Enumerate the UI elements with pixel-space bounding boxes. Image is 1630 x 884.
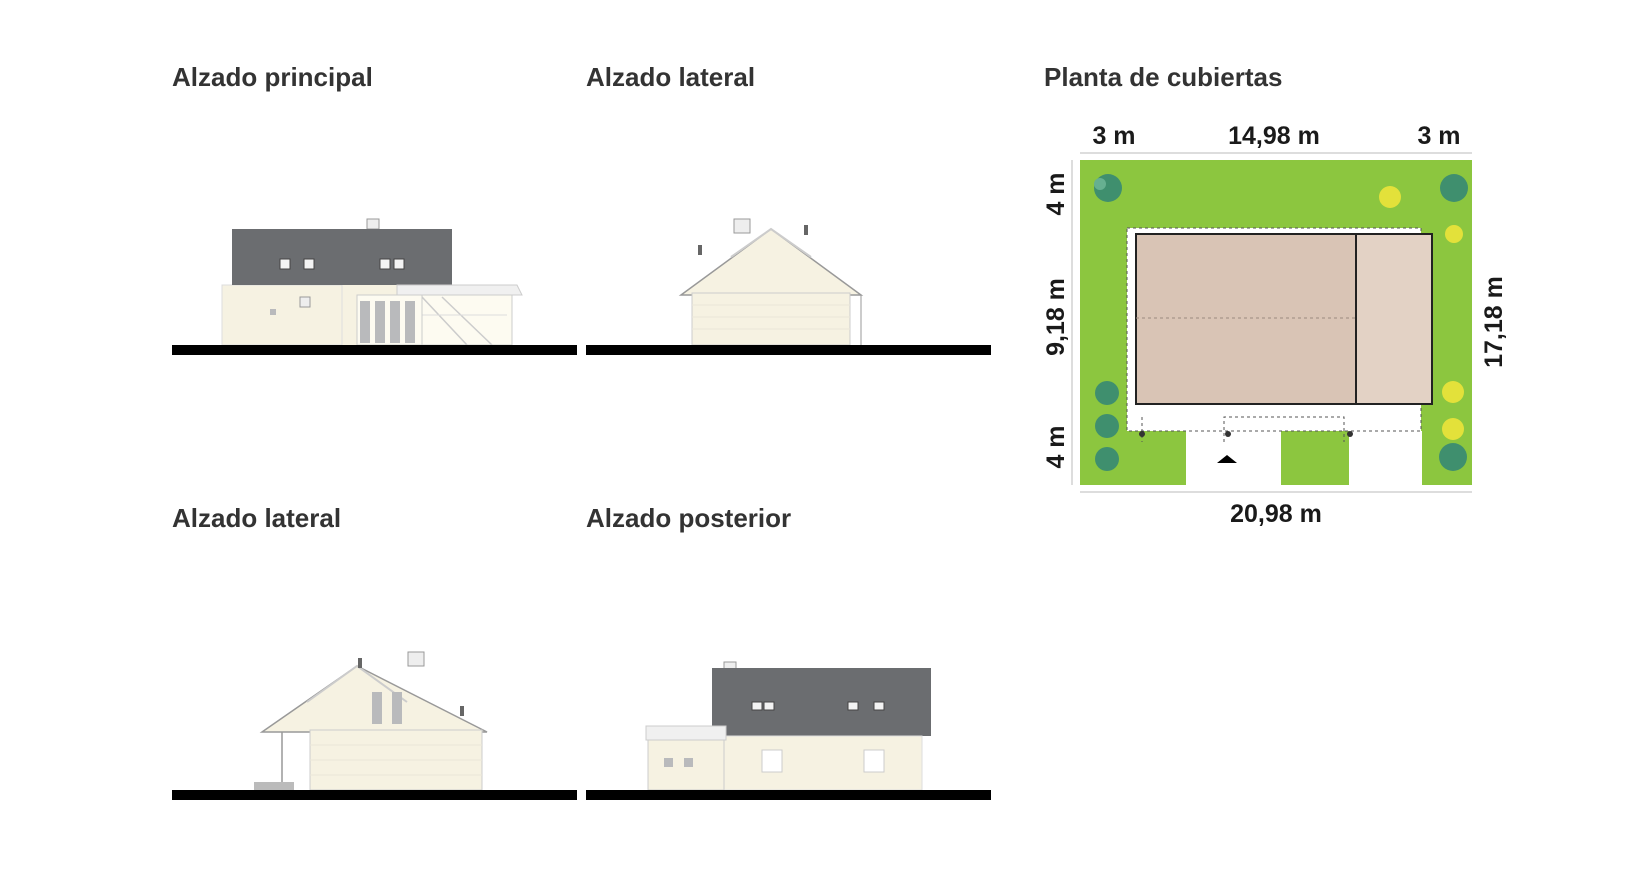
dim-left-mid: 9,18 m: [1044, 278, 1070, 356]
dim-bottom: 20,98 m: [1230, 500, 1322, 528]
front-elevation-drawing: [172, 205, 577, 370]
side-elevation-drawing-2: [172, 650, 577, 815]
dim-top-mid: 14,98 m: [1228, 122, 1320, 150]
dim-top-right: 3 m: [1417, 122, 1460, 150]
rear-elevation-title: Alzado posterior: [586, 503, 792, 533]
front-elevation-title: Alzado principal: [172, 62, 373, 92]
dim-right: 17,18 m: [1480, 276, 1508, 368]
rear-elevation-drawing: [586, 650, 991, 815]
side-elevation-title-1: Alzado lateral: [586, 62, 756, 92]
roof-plan-title: Planta de cubiertas: [1044, 62, 1283, 92]
side-elevation-drawing-1: [586, 205, 991, 370]
dim-left-top: 4 m: [1044, 172, 1070, 215]
roof-plan-drawing: 3 m 14,98 m 3 m 4 m 9,18 m 4 m 17,18 m 2…: [1044, 112, 1514, 532]
dim-top-left: 3 m: [1092, 122, 1135, 150]
side-elevation-title-2: Alzado lateral: [172, 503, 342, 533]
dim-left-bottom: 4 m: [1044, 425, 1070, 468]
